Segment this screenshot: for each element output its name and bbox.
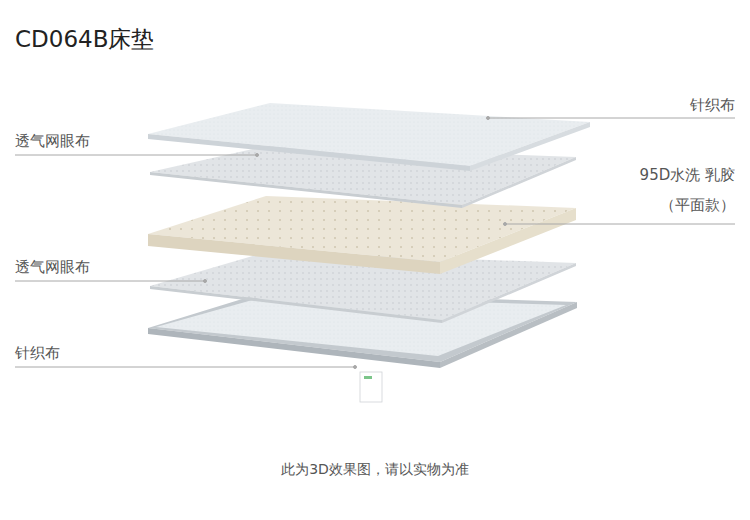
diagram-title: CD064B床垫: [15, 24, 154, 54]
part-label: 针织布: [15, 343, 60, 363]
diagram-caption: 此为3D效果图，请以实物为准: [0, 459, 750, 479]
label-tag: [360, 372, 382, 402]
leader-lines: [15, 117, 735, 369]
latex-layer: [148, 196, 576, 274]
top-knit-layer: [148, 103, 590, 171]
part-label: 针织布: [690, 95, 735, 115]
part-label: 透气网眼布: [15, 131, 90, 151]
part-label: 95D水洗 乳胶（平面款）: [600, 160, 735, 220]
part-label: 透气网眼布: [15, 257, 90, 277]
